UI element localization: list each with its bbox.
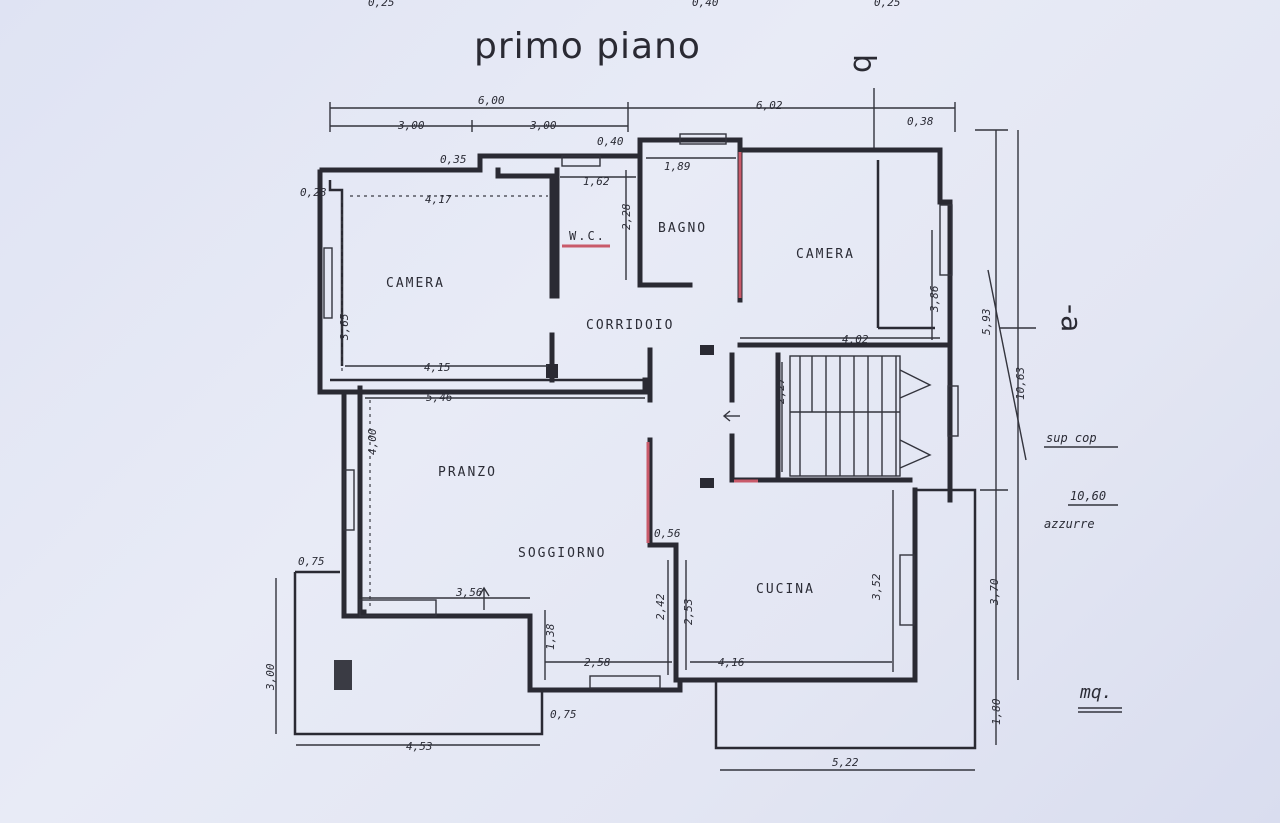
- room-label-cucina: CUCINA: [756, 582, 815, 597]
- dim-352: 3,52: [870, 573, 883, 601]
- dim-040: 0,40: [597, 135, 624, 148]
- room-label-bagno: BAGNO: [658, 221, 707, 236]
- dim-242: 2,42: [654, 593, 667, 620]
- section-a-label: -a: [1055, 304, 1088, 333]
- dim-1063: 10,63: [1014, 367, 1027, 400]
- exterior-walls: [317, 137, 953, 693]
- dim-top-total-left: 6,00: [478, 94, 505, 107]
- dim-402: 4,02: [842, 333, 869, 346]
- terraces: [293, 488, 977, 750]
- dim-038: 0,38: [907, 115, 934, 128]
- entry-arrows: [478, 586, 490, 610]
- plan-title: primo piano: [474, 26, 701, 67]
- dim-416: 4,16: [718, 656, 745, 669]
- interior-dimension-lines: [275, 129, 1027, 771]
- room-label-pranzo: PRANZO: [438, 465, 497, 480]
- dim-300: 3,00: [264, 663, 277, 691]
- room-label-camera-right: CAMERA: [796, 247, 855, 262]
- dim-546: 5,46: [426, 391, 453, 404]
- dim-189: 1,89: [664, 160, 691, 173]
- dim-035: 0,35: [440, 153, 467, 166]
- note-value: 10,60: [1070, 489, 1106, 503]
- dim-top-cut-3: 0,25: [874, 0, 901, 9]
- dim-162: 1,62: [583, 175, 610, 188]
- dim-top-half-2: 3,00: [529, 119, 557, 132]
- dim-400: 4,00: [366, 428, 379, 455]
- dim-138: 1,38: [544, 623, 557, 650]
- note-sup-cop: sup cop: [1046, 431, 1097, 445]
- dim-056: 0,56: [654, 527, 681, 540]
- dim-453: 4,53: [406, 740, 433, 753]
- section-mark-a: -a: [1000, 304, 1088, 333]
- dim-075a: 0,75: [298, 555, 325, 568]
- section-mark-b: b: [846, 54, 881, 150]
- dim-228: 2,28: [620, 203, 633, 230]
- room-label-corridoio: CORRIDOIO: [586, 318, 674, 333]
- dim-365: 3,65: [338, 314, 351, 342]
- dim-075b: 0,75: [550, 708, 577, 721]
- dim-370: 3,70: [988, 578, 1001, 606]
- dim-top-half-1: 3,00: [397, 119, 425, 132]
- highlighted-walls: [646, 152, 758, 543]
- section-b-label: b: [846, 54, 881, 74]
- room-label-soggiorno: SOGGIORNO: [518, 546, 606, 561]
- dim-356: 3,56: [455, 586, 483, 599]
- dim-258: 2,58: [584, 656, 611, 669]
- stairs: [722, 355, 932, 477]
- dim-top-total-right: 6,02: [756, 99, 783, 112]
- dim-180: 1,80: [990, 698, 1003, 725]
- note-mq: mq.: [1079, 682, 1113, 703]
- dim-top-cut-2: 0,40: [692, 0, 719, 9]
- dim-028: 0,28: [300, 186, 327, 199]
- dim-386: 3,86: [928, 285, 941, 313]
- dim-415: 4,15: [424, 361, 451, 374]
- top-dimension-lines: [329, 102, 956, 132]
- room-label-wc: W.C.: [569, 229, 606, 243]
- note-azzurre: azzurre: [1044, 517, 1095, 531]
- dim-417: 4,17: [425, 193, 452, 206]
- dim-593: 5,93: [980, 309, 993, 336]
- dim-227: 2,27: [774, 377, 787, 404]
- dim-522: 5,22: [832, 756, 859, 769]
- dim-253: 2,53: [682, 599, 695, 626]
- dim-top-cut-1: 0,25: [368, 0, 395, 9]
- room-label-camera-left: CAMERA: [386, 276, 445, 291]
- windows: [323, 133, 959, 689]
